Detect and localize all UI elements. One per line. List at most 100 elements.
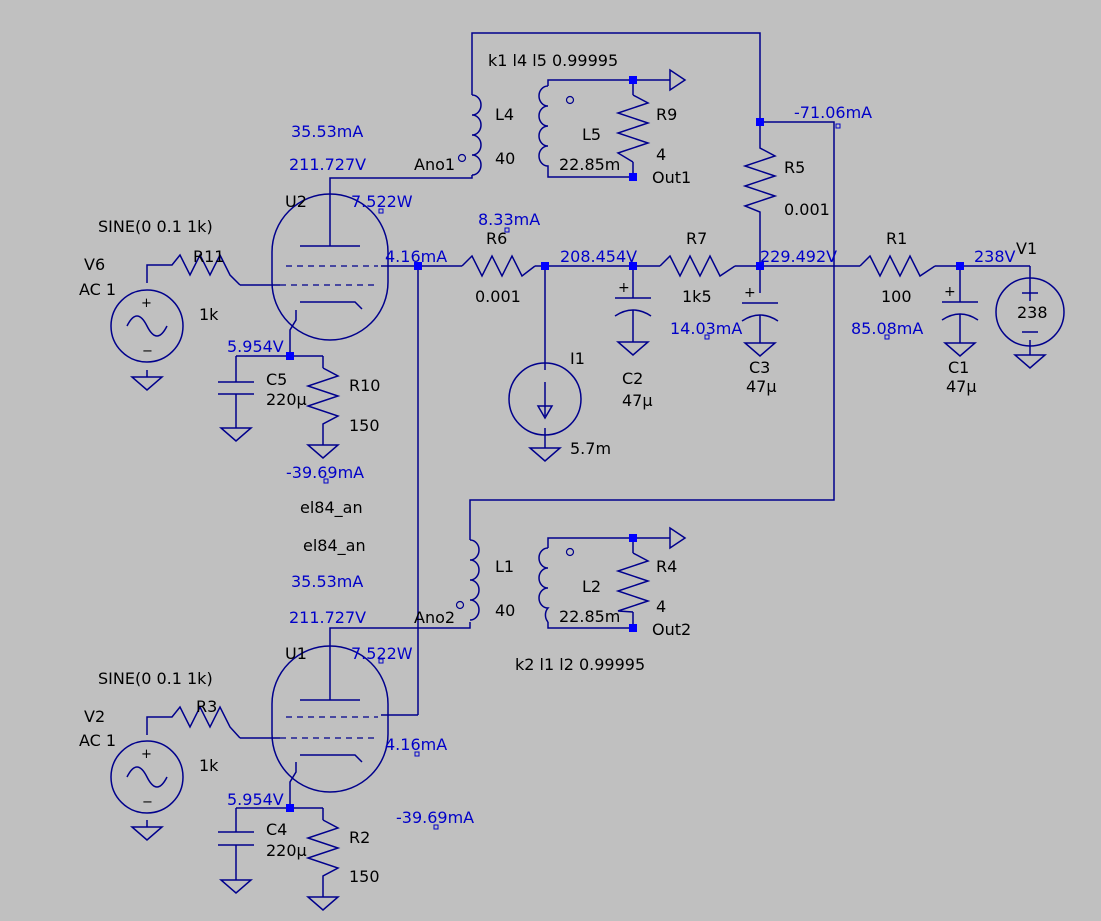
r11-value-label: 1k bbox=[199, 305, 219, 324]
resistor-r2[interactable] bbox=[305, 819, 341, 882]
u1-screen-current: 4.16mA bbox=[385, 735, 447, 754]
r6-name-label: R6 bbox=[486, 229, 507, 248]
r9-name-label: R9 bbox=[656, 105, 677, 124]
r1-current: 85.08mA bbox=[851, 319, 923, 338]
resistor-r1[interactable] bbox=[859, 254, 936, 278]
r5-current: -71.06mA bbox=[794, 103, 872, 122]
u1-cathode-current: -39.69mA bbox=[396, 808, 474, 827]
i1-value-label: 5.7m bbox=[570, 439, 611, 458]
svg-text:−: − bbox=[142, 344, 153, 359]
r4-name-label: R4 bbox=[656, 557, 677, 576]
capacitor-c5[interactable] bbox=[218, 381, 254, 401]
v6-name-label: V6 bbox=[84, 255, 105, 274]
voltage-source-v6[interactable]: + − bbox=[110, 289, 184, 363]
l4-value-label: 40 bbox=[495, 149, 515, 168]
svg-text:+: + bbox=[618, 280, 630, 296]
resistor-r3[interactable] bbox=[165, 705, 241, 739]
tube-u2[interactable] bbox=[271, 193, 389, 341]
r7-name-label: R7 bbox=[686, 229, 707, 248]
resistor-r10[interactable] bbox=[305, 367, 341, 430]
v2-name-label: V2 bbox=[84, 707, 105, 726]
u1-anode-current: 35.53mA bbox=[291, 572, 363, 591]
capacitor-c4[interactable] bbox=[218, 831, 254, 852]
l2-value-label: 22.85m bbox=[559, 607, 620, 626]
net-label-out1: Out1 bbox=[652, 168, 691, 187]
u1-power: 7.522W bbox=[351, 644, 413, 663]
inductor-l2[interactable] bbox=[538, 547, 575, 623]
resistor-r7[interactable] bbox=[659, 254, 736, 278]
c1-value-label: 47µ bbox=[946, 377, 977, 396]
v1-value-label: 238 bbox=[1017, 303, 1048, 322]
resistor-r4[interactable] bbox=[615, 552, 651, 613]
r6-current: 8.33mA bbox=[478, 210, 540, 229]
l1-name-label: L1 bbox=[495, 557, 514, 576]
u2-power: 7.522W bbox=[351, 192, 413, 211]
operating-point-annotations: 35.53mA 211.727V 7.522W 4.16mA 5.954V -3… bbox=[227, 103, 1016, 827]
ground-symbols bbox=[129, 68, 1048, 911]
r3-name-label: R3 bbox=[196, 697, 217, 716]
inductor-l4[interactable] bbox=[457, 94, 482, 176]
r5-name-label: R5 bbox=[784, 158, 805, 177]
c3-value-label: 47µ bbox=[746, 377, 777, 396]
u2-anode-voltage: 211.727V bbox=[289, 155, 366, 174]
l5-name-label: L5 bbox=[582, 125, 601, 144]
v1-name-label: V1 bbox=[1016, 239, 1037, 258]
junction-nodes bbox=[286, 76, 964, 812]
u2-anode-current: 35.53mA bbox=[291, 122, 363, 141]
capacitor-c3[interactable]: + bbox=[741, 285, 779, 325]
v2-ac-label: AC 1 bbox=[79, 731, 116, 750]
resistor-r11[interactable] bbox=[165, 253, 241, 286]
u2-model-label: el84_an bbox=[300, 498, 363, 518]
tube-u1[interactable] bbox=[271, 645, 389, 793]
c1-name-label: C1 bbox=[948, 358, 969, 377]
capacitor-c2[interactable]: + bbox=[614, 280, 652, 318]
u2-cathode-current: -39.69mA bbox=[286, 463, 364, 482]
r6-value-label: 0.001 bbox=[475, 287, 521, 306]
c3-node-voltage: 229.492V bbox=[760, 247, 837, 266]
resistor-r9[interactable] bbox=[615, 94, 651, 163]
net-label-out2: Out2 bbox=[652, 620, 691, 639]
u1-model-label: el84_an bbox=[303, 536, 366, 556]
l5-value-label: 22.85m bbox=[559, 155, 620, 174]
resistor-r6[interactable] bbox=[461, 254, 536, 278]
resistor-r5[interactable] bbox=[742, 140, 778, 219]
v2-sine-label: SINE(0 0.1 1k) bbox=[98, 669, 213, 688]
r1-name-label: R1 bbox=[886, 229, 907, 248]
r3-value-label: 1k bbox=[199, 756, 219, 775]
net-label-ano1: Ano1 bbox=[414, 155, 455, 174]
supply-voltage: 238V bbox=[974, 247, 1016, 266]
capacitor-c1[interactable]: + bbox=[941, 284, 979, 324]
inductor-l5[interactable] bbox=[538, 85, 575, 170]
u1-anode-voltage: 211.727V bbox=[289, 608, 366, 627]
c5-value-label: 220µ bbox=[266, 390, 307, 409]
c2-name-label: C2 bbox=[622, 369, 643, 388]
inductor-l1[interactable] bbox=[455, 539, 480, 621]
l2-name-label: L2 bbox=[582, 577, 601, 596]
u1-cathode-voltage: 5.954V bbox=[227, 790, 284, 809]
c4-value-label: 220µ bbox=[266, 841, 307, 860]
svg-text:+: + bbox=[141, 747, 152, 762]
c3-name-label: C3 bbox=[749, 358, 770, 377]
net-label-ano2: Ano2 bbox=[414, 608, 455, 627]
voltage-source-v1[interactable] bbox=[995, 277, 1065, 347]
r10-value-label: 150 bbox=[349, 416, 380, 435]
r1-value-label: 100 bbox=[881, 287, 912, 306]
r2-value-label: 150 bbox=[349, 867, 380, 886]
r4-value-label: 4 bbox=[656, 597, 666, 616]
u2-name-label: U2 bbox=[285, 192, 307, 211]
current-source-i1[interactable] bbox=[508, 362, 582, 436]
u1-name-label: U1 bbox=[285, 644, 307, 663]
r7-value-label: 1k5 bbox=[682, 287, 712, 306]
r11-name-label: R11 bbox=[193, 247, 224, 266]
voltage-source-v2[interactable]: + − bbox=[110, 740, 184, 814]
svg-text:+: + bbox=[744, 285, 756, 301]
r5-value-label: 0.001 bbox=[784, 200, 830, 219]
v6-ac-label: AC 1 bbox=[79, 280, 116, 299]
wires bbox=[146, 32, 1031, 897]
v6-sine-label: SINE(0 0.1 1k) bbox=[98, 217, 213, 236]
r9-value-label: 4 bbox=[656, 145, 666, 164]
i1-name-label: I1 bbox=[570, 349, 585, 368]
spice-directive-k1: k1 l4 l5 0.99995 bbox=[488, 51, 618, 70]
component-labels: k1 l4 l5 0.99995 k2 l1 l2 0.99995 SINE(0… bbox=[79, 51, 1048, 886]
